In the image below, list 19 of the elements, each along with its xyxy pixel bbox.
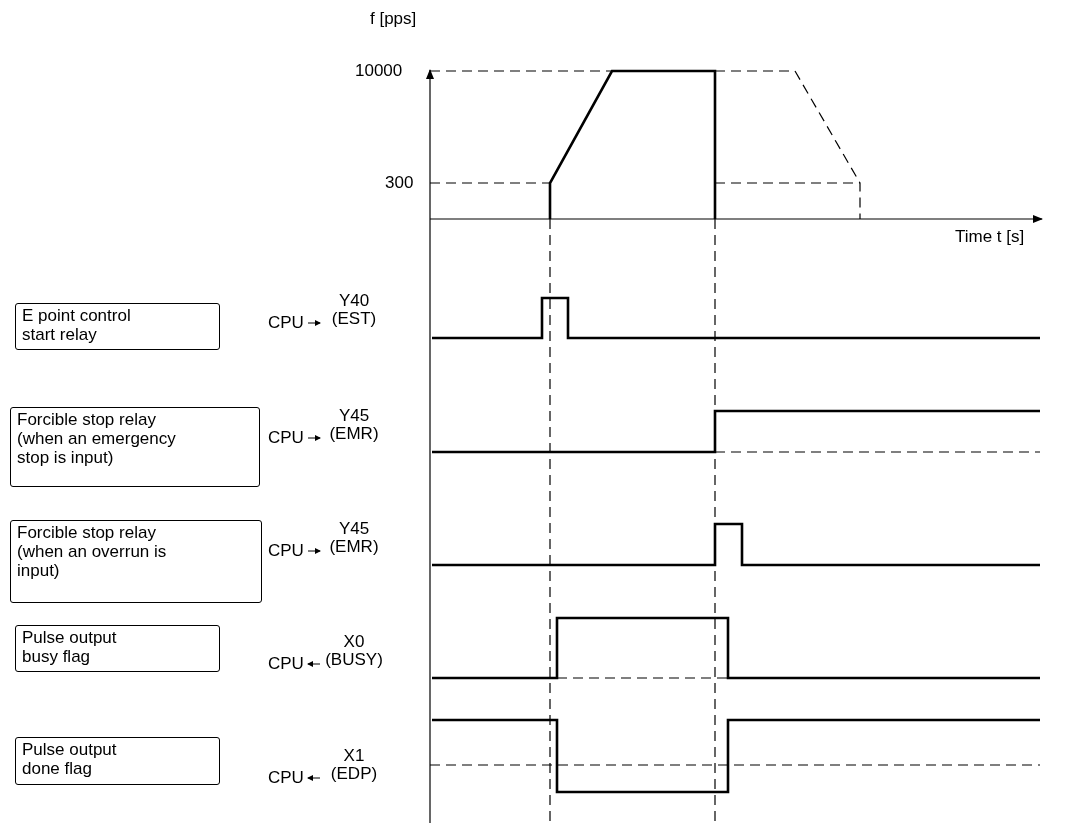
signal-label: Y45 (EMR) bbox=[328, 407, 380, 443]
axis-label: f [pps] bbox=[370, 10, 417, 28]
tick-label: 10000 bbox=[355, 62, 403, 80]
cpu-label: CPU bbox=[268, 314, 304, 332]
cpu-label: CPU bbox=[268, 542, 304, 560]
signal-label: Y40 (EST) bbox=[330, 292, 378, 328]
cpu-label: CPU bbox=[268, 655, 304, 673]
tick-label: 300 bbox=[385, 174, 414, 192]
axis-label: Time t [s] bbox=[955, 228, 1025, 246]
signal-label: X1 (EDP) bbox=[329, 747, 379, 783]
signal-label: Y45 (EMR) bbox=[328, 520, 380, 556]
signal-name-box: Forcible stop relay (when an emergency stop is input) bbox=[10, 407, 260, 487]
signal-name-box: Pulse output done flag bbox=[15, 737, 220, 785]
signal-label: X0 (BUSY) bbox=[324, 633, 384, 669]
signal-name-box: Forcible stop relay (when an overrun is input) bbox=[10, 520, 262, 603]
cpu-label: CPU bbox=[268, 429, 304, 447]
signal-name-box: E point control start relay bbox=[15, 303, 220, 350]
cpu-label: CPU bbox=[268, 769, 304, 787]
signal-name-box: Pulse output busy flag bbox=[15, 625, 220, 672]
